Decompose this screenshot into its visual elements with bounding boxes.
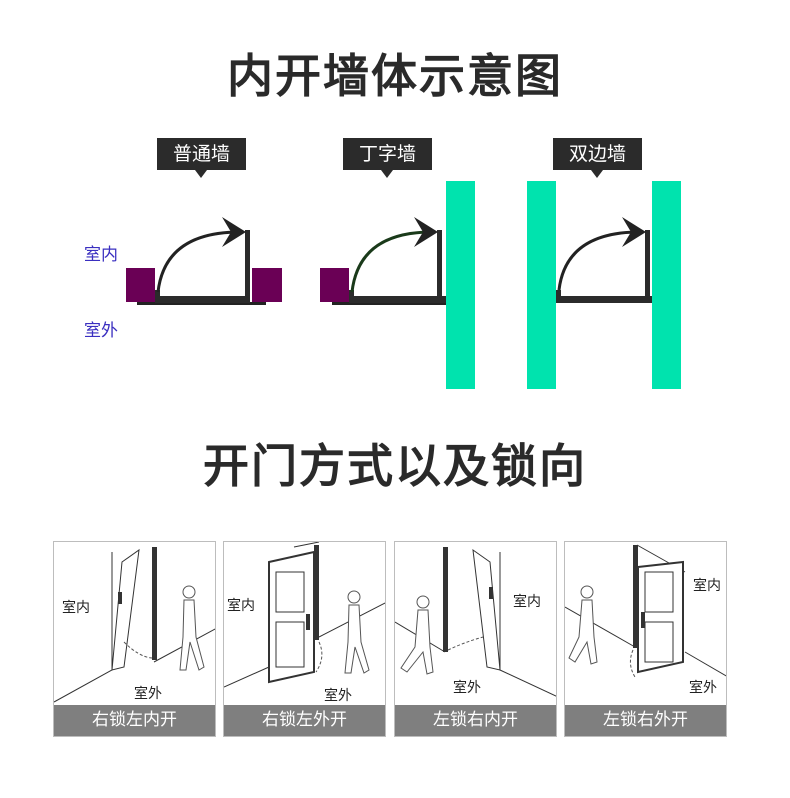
indoor-label: 室内: [693, 578, 721, 594]
green-wall: [446, 181, 475, 389]
outdoor-label: 室外: [453, 680, 481, 696]
wall-diagrams: [126, 181, 681, 389]
indoor-label: 室内: [513, 594, 541, 610]
person-icon: [400, 595, 434, 675]
tag-t-wall: 丁字墙: [343, 138, 432, 178]
green-wall-right: [652, 181, 681, 389]
double-wall-diagram: [527, 181, 681, 389]
tag-double-wall: 双边墙: [553, 138, 642, 178]
person-icon: [344, 590, 370, 674]
panel-right-lock-left-inward: 室内 室外 右锁左内开: [53, 541, 216, 737]
panel-right-lock-left-outward: 室内 室外 右锁左外开: [223, 541, 386, 737]
swing-arrow-icon: [557, 217, 646, 291]
pillar-right: [252, 268, 282, 302]
door-frame: [349, 296, 446, 303]
indoor-label: 室内: [84, 245, 118, 265]
indoor-label: 室内: [62, 600, 90, 616]
outdoor-label: 室外: [324, 688, 352, 704]
caption-bar: 右锁左内开: [54, 705, 215, 736]
outdoor-label: 室外: [84, 321, 118, 341]
panel-left-lock-right-inward: 室内 室外 左锁右内开: [394, 541, 557, 737]
outdoor-label: 室外: [689, 680, 717, 696]
outdoor-label: 室外: [134, 686, 162, 702]
swing-arrow-icon: [350, 217, 438, 293]
door-illustration: [565, 544, 726, 678]
person-icon: [568, 585, 598, 665]
caption-bar: 左锁右外开: [565, 705, 726, 736]
door-illustration: [395, 547, 556, 697]
caption-bar: 右锁左外开: [224, 705, 385, 736]
door-illustration: [224, 542, 385, 688]
pillar-left: [126, 268, 155, 302]
title-opening-methods: 开门方式以及锁向: [203, 439, 587, 493]
person-icon: [179, 585, 205, 671]
indoor-label: 室内: [227, 598, 255, 614]
pillar-left: [320, 268, 349, 302]
t-wall-diagram: [320, 181, 475, 389]
title-inward-wall-diagram: 内开墙体示意图: [227, 49, 563, 103]
panel-left-lock-right-outward: 室内 室外 左锁右外开: [564, 541, 727, 737]
tag-ordinary-wall: 普通墙: [157, 138, 246, 178]
ordinary-wall-diagram: [126, 217, 282, 305]
door-illustration: [54, 547, 215, 703]
door-frame: [155, 296, 250, 303]
caption-bar: 左锁右内开: [395, 705, 556, 736]
swing-arrow-icon: [156, 217, 246, 293]
green-wall-left: [527, 181, 556, 389]
door-frame: [556, 296, 652, 303]
